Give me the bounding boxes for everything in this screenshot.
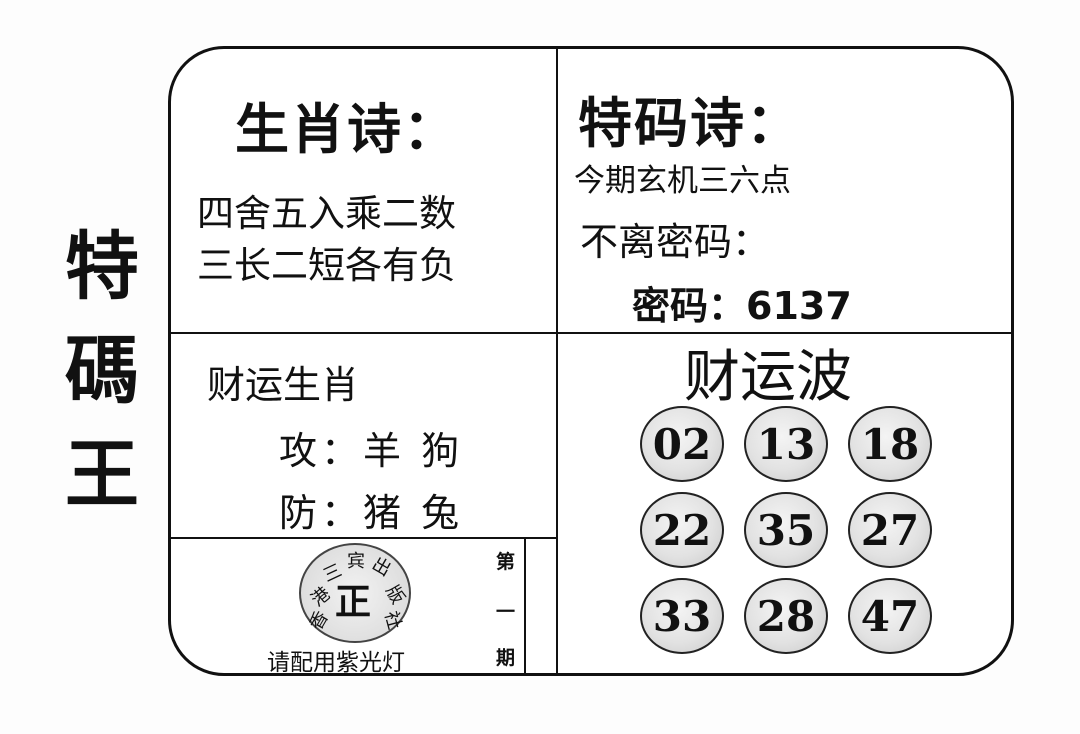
divider <box>556 49 558 673</box>
fortune-wave-heading: 财运波 <box>684 345 852 410</box>
special-poem-section: 特码诗： 今期玄机三六点 不离密码： 密码：6137 <box>558 49 1011 332</box>
side-title-char: 碼 <box>65 328 139 414</box>
uv-light-note: 请配用紫光灯 <box>267 650 405 676</box>
main-card: 生肖诗： 四舍五入乘二数 三长二短各有负 特码诗： 今期玄机三六点 不离密码： … <box>168 46 1014 676</box>
special-poem-line: 今期玄机三六点 <box>574 163 791 199</box>
zodiac-poem-section: 生肖诗： 四舍五入乘二数 三长二短各有负 <box>171 49 556 332</box>
defend-zodiac: 防：猪 兔 <box>279 491 464 535</box>
number-ball: 27 <box>848 492 932 568</box>
zodiac-poem-heading: 生肖诗： <box>235 98 459 161</box>
secret-code: 密码：6137 <box>632 284 852 328</box>
number-ball: 35 <box>744 492 828 568</box>
zodiac-poem-line: 四舍五入乘二数 <box>197 192 456 235</box>
number-ball: 18 <box>848 406 932 482</box>
fortune-wave-section: 财运波 02 13 18 22 35 27 33 28 47 <box>558 334 1011 673</box>
special-poem-heading: 特码诗： <box>578 92 802 155</box>
zodiac-poem-line: 三长二短各有负 <box>197 244 456 287</box>
seal-char: 版 <box>381 581 409 608</box>
publisher-seal: 正 香 港 三 宾 出 版 社 <box>299 543 411 643</box>
fortune-zodiac-section: 财运生肖 攻：羊 狗 防：猪 兔 <box>171 334 556 537</box>
issue-char: 期 <box>496 647 516 669</box>
issue-label: 第 一 期 <box>496 539 556 673</box>
seal-char: 宾 <box>347 551 365 572</box>
number-balls: 02 13 18 22 35 27 33 28 47 <box>640 406 934 654</box>
issue-char: 一 <box>496 601 516 623</box>
divider <box>524 537 526 673</box>
side-title: 特 碼 王 <box>52 215 152 527</box>
attack-zodiac: 攻：羊 狗 <box>279 429 464 473</box>
number-ball: 22 <box>640 492 724 568</box>
number-ball: 28 <box>744 578 828 654</box>
seal-char: 出 <box>368 553 395 581</box>
number-ball: 13 <box>744 406 828 482</box>
issue-char: 第 <box>496 551 516 573</box>
number-ball: 33 <box>640 578 724 654</box>
side-title-char: 王 <box>65 432 139 518</box>
seal-char: 社 <box>380 608 406 632</box>
divider <box>171 537 558 539</box>
divider <box>171 332 1011 334</box>
fortune-zodiac-heading: 财运生肖 <box>207 363 360 407</box>
number-ball: 47 <box>848 578 932 654</box>
seal-char: 香 <box>305 607 333 634</box>
stamp-section: 正 香 港 三 宾 出 版 社 请配用紫光灯 <box>171 539 524 676</box>
number-ball: 02 <box>640 406 724 482</box>
seal-center-char: 正 <box>335 582 372 623</box>
side-title-char: 特 <box>65 224 139 310</box>
special-poem-line: 不离密码： <box>580 220 771 264</box>
